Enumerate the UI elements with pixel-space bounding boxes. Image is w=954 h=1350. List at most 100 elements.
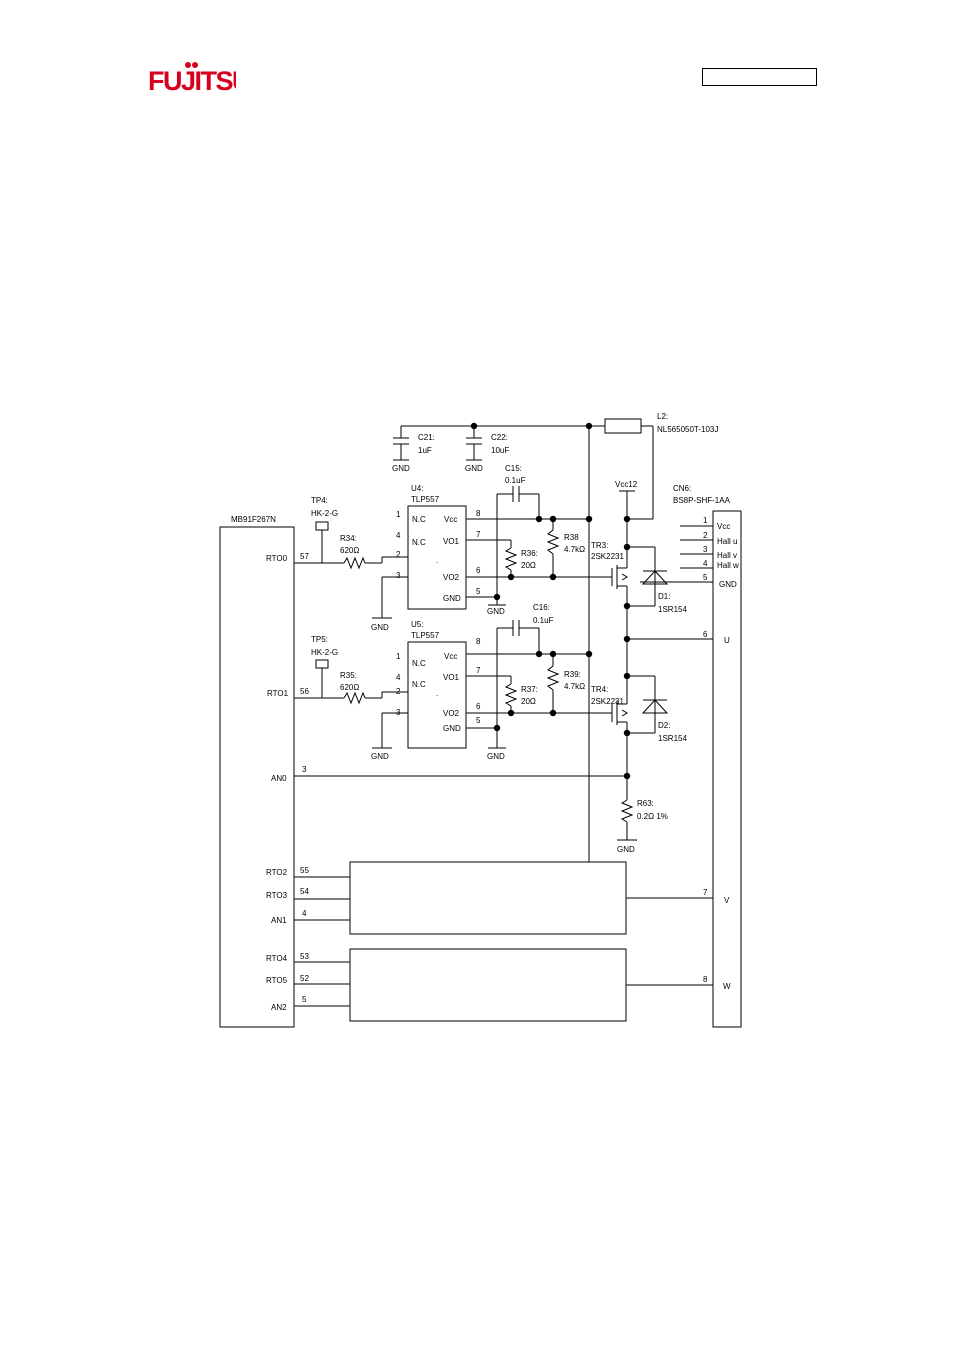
gnd-label: GND (371, 752, 389, 761)
u4-pin-label: VO2 (443, 573, 460, 582)
c21-ref: C21: (418, 433, 435, 442)
connector-pin-num: 7 (703, 888, 708, 897)
document-number-box (702, 68, 817, 86)
mcu-pin-num: 57 (300, 552, 309, 561)
mosfet-tr3 (621, 573, 628, 581)
u5-pin-label: VO2 (443, 709, 460, 718)
connector-pin-num: 1 (703, 516, 708, 525)
resistor-r35 (343, 691, 366, 705)
connector-pin-label: GND (719, 580, 737, 589)
c21-value: 1uF (418, 446, 432, 455)
mcu-pin-name: RTO4 (266, 954, 288, 963)
c22-value: 10uF (491, 446, 509, 455)
mcu-pin-name: AN2 (271, 1003, 287, 1012)
junctions (470, 422, 631, 780)
u4-pin: 1 (396, 510, 401, 519)
connector-pin-label: Hall w (717, 561, 739, 570)
r63-value: 0.2Ω 1% (637, 812, 668, 821)
gnd-label: GND (487, 752, 505, 761)
tp4-ref: TP4: (311, 496, 328, 505)
connector-pin-label: Vcc (717, 522, 730, 531)
labels: MB91F267N RTO0 57 RTO1 56 AN0 3 RTO2 55 … (231, 412, 739, 1012)
u5-ref: U5: (411, 620, 423, 629)
mcu-pin-name: RTO1 (267, 689, 289, 698)
r34-value: 620Ω (340, 546, 359, 555)
r36-value: 20Ω (521, 561, 536, 570)
u4-pin: 3 (396, 571, 401, 580)
r38-value: 4.7kΩ (564, 545, 585, 554)
mcu-pin-name: RTO0 (266, 554, 288, 563)
connector-pin-label: Hall v (717, 551, 737, 560)
r37-value: 20Ω (521, 697, 536, 706)
d1-part: 1SR154 (658, 605, 687, 614)
connector-pin-num: 6 (703, 630, 708, 639)
optocoupler-u5 (407, 641, 467, 749)
inductor-l2 (604, 418, 642, 434)
connector-pin-num: 3 (703, 545, 708, 554)
u4-pin-label: N.C (412, 515, 426, 524)
resistor-r38 (546, 529, 560, 555)
connector-pin-num: 4 (703, 559, 708, 568)
c16-ref: C16: (533, 603, 550, 612)
u5-pin-label: N.C (412, 680, 426, 689)
gnd-label: GND (465, 464, 483, 473)
u5-pin: 6 (476, 702, 481, 711)
u4-pin: 6 (476, 566, 481, 575)
u4-pin: 5 (476, 587, 481, 596)
connector-pin-num: 8 (703, 975, 708, 984)
u4-pin: 8 (476, 509, 481, 518)
u5-part: TLP557 (411, 631, 440, 640)
u4-part: TLP557 (411, 495, 440, 504)
c15-value: 0.1uF (505, 476, 526, 485)
r37-ref: R37: (521, 685, 538, 694)
tp5-ref: TP5: (311, 635, 328, 644)
fujitsu-logo: FUJITSU (148, 62, 236, 96)
r35-value: 620Ω (340, 683, 359, 692)
mcu-pin-num: 55 (300, 866, 309, 875)
c16-value: 0.1uF (533, 616, 554, 625)
gnd-label: GND (371, 623, 389, 632)
resistor-r34 (343, 556, 366, 570)
resistor-r37 (504, 683, 518, 707)
logo-infinity-mark (185, 62, 191, 68)
logo-infinity-mark-2 (192, 62, 198, 68)
u4-dot-mark: . (436, 556, 438, 565)
connector-pin-label: W (723, 982, 731, 991)
logo-text: FUJITSU (148, 66, 236, 96)
inductor-ref: L2: (657, 412, 668, 421)
mcu-pin-num: 5 (302, 995, 307, 1004)
phase-v-block (349, 861, 627, 935)
connector-ref: CN6: (673, 484, 691, 493)
tr3-part: 2SK2231 (591, 552, 624, 561)
resistor-r63 (620, 799, 634, 823)
u5-pin-label: VO1 (443, 673, 460, 682)
tr3-ref: TR3: (591, 541, 608, 550)
u5-dot-mark: . (436, 689, 438, 698)
inductor-value: NL565050T-103J (657, 425, 718, 434)
u5-pin: 7 (476, 666, 481, 675)
tr4-part: 2SK2231 (591, 697, 624, 706)
u4-pin: 7 (476, 530, 481, 539)
testpoint-tp5 (315, 659, 329, 669)
d2-ref: D2: (658, 721, 670, 730)
u5-pin: 2 (396, 687, 401, 696)
mcu-label: MB91F267N (231, 515, 276, 524)
diode-d1 (641, 570, 669, 585)
u5-pin-label: GND (443, 724, 461, 733)
r39-value: 4.7kΩ (564, 682, 585, 691)
gnd-label: GND (487, 607, 505, 616)
u5-pin: 1 (396, 652, 401, 661)
u4-pin-label: N.C (412, 538, 426, 547)
gnd-label: GND (617, 845, 635, 854)
d1-ref: D1: (658, 592, 670, 601)
u4-pin: 2 (396, 550, 401, 559)
mcu-pin-num: 54 (300, 887, 309, 896)
r63-ref: R63: (637, 799, 654, 808)
tp4-part: HK-2-G (311, 509, 338, 518)
connector-pin-label: U (724, 636, 730, 645)
tp5-part: HK-2-G (311, 648, 338, 657)
u5-pin: 4 (396, 673, 401, 682)
r36-ref: R36: (521, 549, 538, 558)
phase-w-block (349, 948, 627, 1022)
